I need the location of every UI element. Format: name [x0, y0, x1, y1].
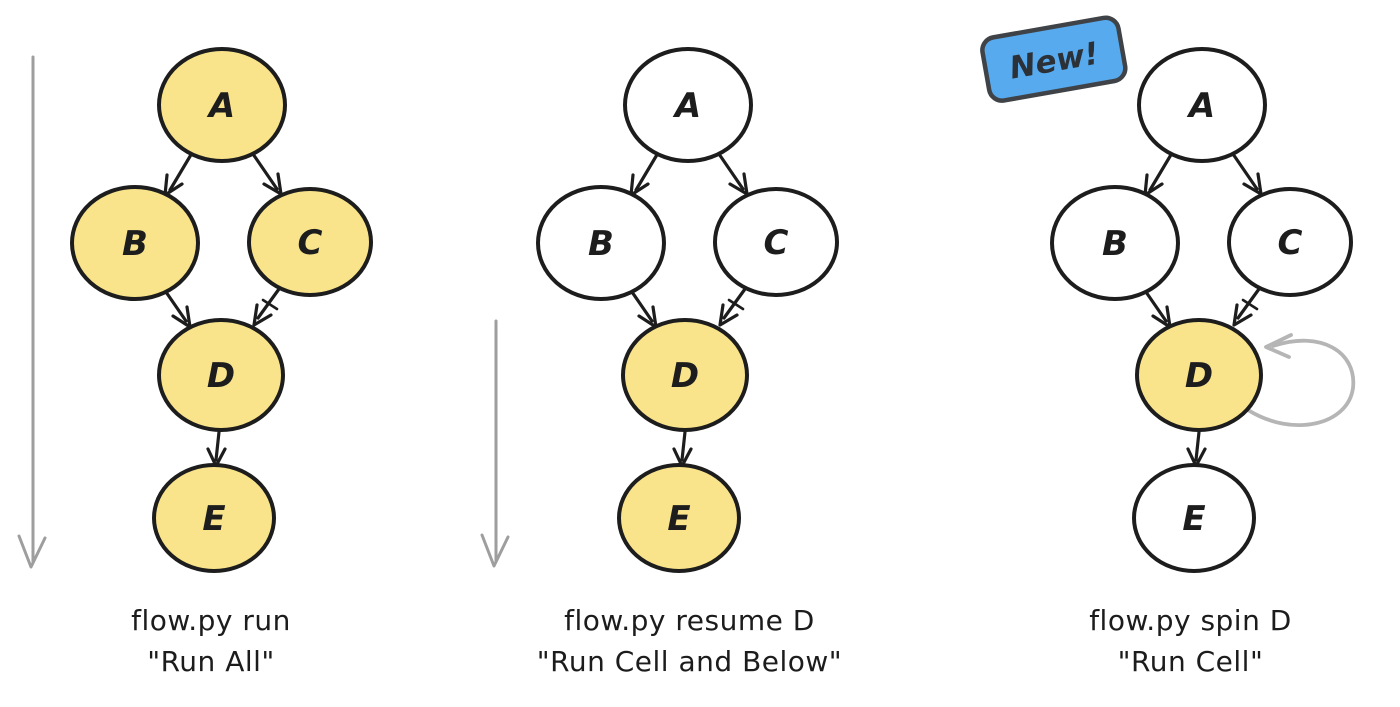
edge-d-e	[672, 430, 693, 468]
timeline-arrow	[17, 55, 47, 569]
node-circle	[1135, 318, 1263, 432]
caption-subtitle: "Run All"	[147, 645, 275, 678]
sketch-tick	[727, 298, 745, 311]
node-b: B	[1050, 185, 1180, 301]
panel-run-all: A B C D E flow.py run "Run All"	[0, 0, 466, 707]
node-label: B	[122, 224, 148, 264]
edge-a-b	[1143, 151, 1174, 197]
edge-c-d	[252, 287, 281, 327]
new-badge-background	[980, 15, 1128, 103]
caption: flow.py spin D "Run Cell"	[957, 600, 1400, 682]
edge-c-d	[1232, 287, 1261, 327]
sketch-tick	[261, 298, 279, 311]
panel-spin-d: New!	[933, 0, 1400, 707]
edge-b-d	[164, 290, 192, 329]
node-a: A	[623, 47, 753, 163]
node-circle	[713, 187, 839, 297]
node-c: C	[713, 187, 839, 297]
caption-subtitle: "Run Cell and Below"	[536, 645, 843, 678]
node-circle	[536, 185, 666, 301]
dag-resume-d: A B C D E	[480, 47, 839, 573]
node-label: A	[1186, 86, 1215, 126]
node-e: E	[152, 463, 276, 573]
node-circle	[157, 318, 285, 432]
node-circle	[617, 463, 741, 573]
edge-a-c	[1231, 152, 1263, 196]
node-d: D	[621, 318, 749, 432]
caption: flow.py run "Run All"	[0, 600, 444, 682]
node-circle	[1227, 187, 1353, 297]
edge-d-e	[206, 430, 227, 468]
caption-command: flow.py run	[131, 604, 291, 637]
node-label: E	[202, 499, 225, 539]
node-a: A	[157, 47, 287, 163]
node-label: D	[207, 356, 235, 396]
node-label: B	[588, 224, 614, 264]
self-loop-arrowhead	[1264, 333, 1293, 359]
node-label: C	[1278, 223, 1303, 263]
node-circle	[1137, 47, 1267, 163]
node-label: C	[298, 223, 323, 263]
edge-a-b	[163, 151, 194, 197]
node-label: E	[1182, 499, 1205, 539]
new-badge: New!	[980, 15, 1128, 103]
edge-a-b	[629, 151, 660, 197]
node-c: C	[1227, 187, 1353, 297]
node-circle	[157, 47, 287, 163]
node-b: B	[70, 185, 200, 301]
node-circle	[621, 318, 749, 432]
timeline-arrowhead	[17, 534, 47, 569]
node-label: E	[667, 499, 690, 539]
node-circle	[152, 463, 276, 573]
node-c: C	[247, 187, 373, 297]
node-circle	[623, 47, 753, 163]
dag-spin-d: New!	[980, 15, 1356, 573]
panel-resume-d: A B C D E flow.py resume D "Run Cell and…	[466, 0, 933, 707]
node-label: C	[764, 223, 789, 263]
node-circle	[70, 185, 200, 301]
node-a: A	[1137, 47, 1267, 163]
caption-subtitle: "Run Cell"	[1117, 645, 1264, 678]
edge-c-d	[718, 287, 747, 327]
edge-b-d	[1144, 290, 1172, 329]
node-e: E	[617, 463, 741, 573]
node-circle	[1050, 185, 1180, 301]
node-label: A	[672, 86, 701, 126]
edge-a-c	[717, 152, 749, 196]
node-circle	[247, 187, 373, 297]
node-label: D	[671, 356, 699, 396]
edge-d-e	[1186, 430, 1207, 468]
self-loop-arrow	[1246, 333, 1356, 427]
node-circle	[1132, 463, 1256, 573]
node-label: B	[1102, 224, 1128, 264]
timeline-arrowhead	[480, 533, 510, 568]
node-e: E	[1132, 463, 1256, 573]
node-label: A	[206, 86, 235, 126]
node-label: D	[1185, 356, 1213, 396]
node-d: D	[1135, 318, 1263, 432]
dag-run-all: A B C D E	[17, 47, 373, 573]
caption: flow.py resume D "Run Cell and Below"	[456, 600, 923, 682]
caption-command: flow.py resume D	[564, 604, 815, 637]
edge-b-d	[630, 290, 658, 329]
edge-a-c	[251, 152, 283, 196]
timeline-arrow	[480, 319, 510, 568]
node-d: D	[157, 318, 285, 432]
caption-command: flow.py spin D	[1089, 604, 1292, 637]
sketch-tick	[1241, 298, 1259, 311]
node-b: B	[536, 185, 666, 301]
